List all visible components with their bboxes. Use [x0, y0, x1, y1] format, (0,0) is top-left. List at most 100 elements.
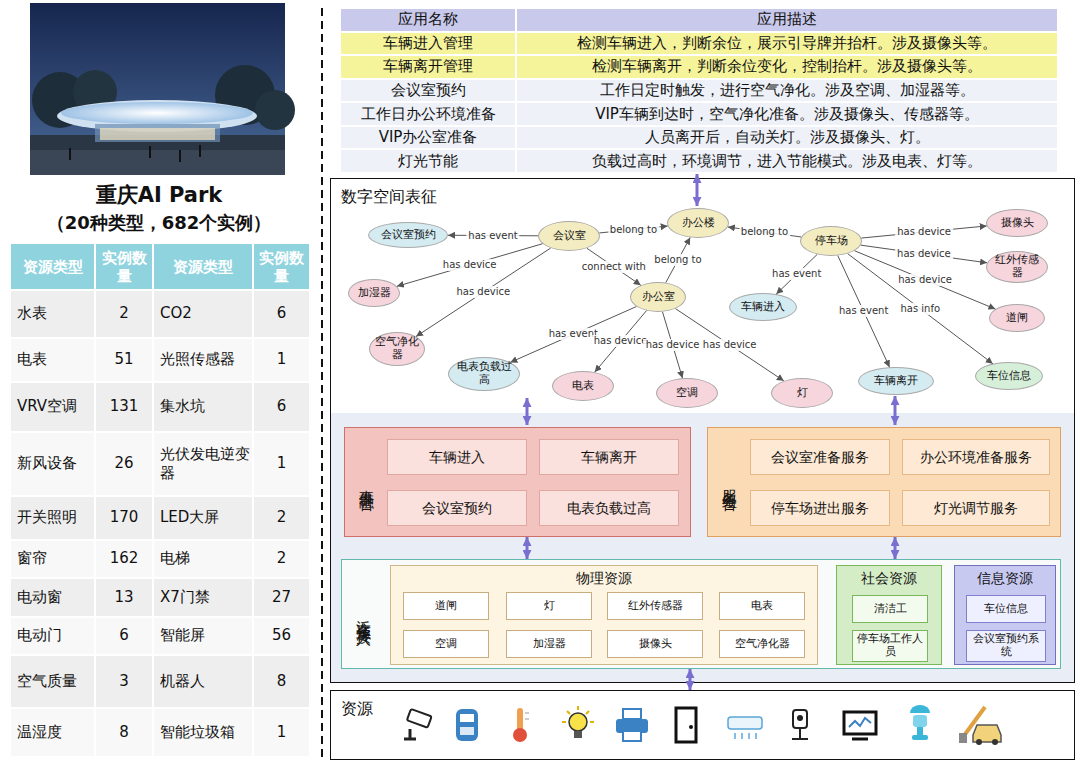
- table-text: 机器人: [160, 672, 205, 692]
- edge-label: belong to: [739, 226, 790, 238]
- table-text: 水表: [17, 304, 47, 324]
- table-text: 集水坑: [160, 397, 205, 417]
- table-cell: 智能垃圾箱: [153, 708, 253, 757]
- table-text: VRV空调: [17, 397, 77, 417]
- divider-line: [321, 8, 323, 760]
- table-header: 应用描述: [757, 10, 817, 29]
- table-text: 工作日定时触发，进行空气净化。涉及空调、加湿器等。: [600, 81, 975, 100]
- node-text: 加湿器: [533, 638, 566, 651]
- process-box: 加湿器: [506, 630, 592, 658]
- node-text: 空调: [676, 387, 698, 400]
- process-box: 会议室预约: [387, 490, 527, 526]
- table-cell: X7门禁: [153, 578, 253, 617]
- table-text: 温湿度: [17, 723, 62, 743]
- table-header: 应用名称: [398, 10, 458, 29]
- entity-ellipse: 会议室: [538, 221, 600, 251]
- relation-arrow: [861, 226, 986, 238]
- entity-ellipse: 车辆进入: [729, 293, 797, 321]
- entity-ellipse: 加湿器: [348, 279, 400, 307]
- table-text: 工作日办公环境准备: [361, 105, 496, 124]
- table-cell: 温湿度: [10, 708, 95, 757]
- node-text: 会议室预约: [381, 229, 436, 242]
- table-text: 空气质量: [17, 672, 77, 692]
- relation-arrow: [861, 245, 987, 263]
- table-cell: VIP车辆到达时，空气净化准备。涉及摄像头、传感器等。: [516, 102, 1058, 126]
- node-text: 车辆离开: [581, 449, 637, 465]
- table-text: 6: [119, 626, 129, 646]
- table-text: 6: [277, 397, 287, 417]
- node-text: 摄像头: [639, 638, 672, 651]
- process-box: 灯: [506, 592, 592, 620]
- table-header: 实例数量: [254, 249, 309, 285]
- table-text: VIP办公室准备: [379, 128, 478, 147]
- table-cell: 应用名称: [340, 8, 516, 32]
- edge-label: has device: [592, 335, 650, 347]
- table-cell: 工作日办公环境准备: [340, 102, 516, 126]
- table-text: 26: [114, 454, 133, 474]
- table-text: VIP车辆到达时，空气净化准备。涉及摄像头、传感器等。: [595, 105, 979, 124]
- relation-arrow: [397, 244, 543, 287]
- table-text: 光伏发电逆变器: [160, 445, 252, 484]
- table-cell: 资源类型: [153, 243, 253, 290]
- table-cell: VIP办公室准备: [340, 126, 516, 150]
- table-text: 2: [277, 549, 287, 569]
- table-cell: LED大屏: [153, 496, 253, 540]
- node-text: 办公室: [642, 291, 675, 304]
- table-cell: 1: [253, 432, 310, 496]
- table-text: 车辆进入管理: [383, 34, 473, 53]
- table-text: 会议室预约: [391, 81, 466, 100]
- entity-ellipse: 会议室预约: [368, 222, 448, 248]
- table-cell: 检测车辆离开，判断余位变化，控制抬杆。涉及摄像头等。: [516, 55, 1058, 79]
- group-box: 信息资源车位信息会议室预约系统: [954, 565, 1056, 665]
- node-text: 会议室预约系统: [970, 633, 1042, 658]
- entity-ellipse: 电表: [552, 371, 614, 401]
- table-text: CO2: [160, 304, 192, 324]
- table-cell: 集水坑: [153, 382, 253, 432]
- edge-label: has event: [837, 305, 890, 317]
- process-box: 车辆进入: [387, 439, 527, 475]
- table-cell: 应用描述: [516, 8, 1058, 32]
- node-text: 电表负载过高: [452, 361, 516, 386]
- table-cell: 51: [95, 338, 153, 382]
- table-text: LED大屏: [160, 508, 219, 528]
- entity-ellipse: 空调: [656, 378, 718, 408]
- flow-arrow: [526, 537, 529, 559]
- group-title: 泛在资源接入: [354, 608, 373, 620]
- table-cell: 实例数量: [253, 243, 310, 290]
- table-text: 13: [114, 588, 133, 608]
- table-cell: 1: [253, 708, 310, 757]
- process-box: 道闸: [403, 592, 489, 620]
- node-text: 停车场工作人员: [856, 633, 924, 658]
- table-cell: 人员离开后，自动关灯。涉及摄像头、灯。: [516, 126, 1058, 150]
- table-text: 电梯: [160, 549, 190, 569]
- process-box: 电表负载过高: [539, 490, 679, 526]
- table-text: X7门禁: [160, 588, 210, 608]
- frame-title: 资源: [341, 699, 373, 720]
- table-cell: 电表: [10, 338, 95, 382]
- table-text: 6: [277, 304, 287, 324]
- table-cell: 131: [95, 382, 153, 432]
- entity-ellipse: 道闸: [989, 304, 1045, 332]
- table-cell: 窗帘: [10, 540, 95, 578]
- table-text: 智能屏: [160, 626, 205, 646]
- table-cell: 会议室预约: [340, 79, 516, 103]
- node-text: 车位信息: [987, 370, 1031, 383]
- node-text: 办公环境准备服务: [920, 449, 1032, 465]
- node-text: 灯: [797, 387, 808, 400]
- table-text: 负载过高时，环境调节，进入节能模式。涉及电表、灯等。: [592, 152, 982, 171]
- table-cell: 光伏发电逆变器: [153, 432, 253, 496]
- entity-ellipse: 灯: [771, 378, 833, 408]
- table-text: 车辆离开管理: [383, 57, 473, 76]
- group-title: 服务组合: [720, 478, 739, 486]
- node-text: 道闸: [435, 600, 457, 613]
- resource-icons: [404, 705, 1001, 745]
- edge-label: has device: [644, 339, 702, 351]
- entity-ellipse: 办公室: [630, 282, 686, 312]
- entity-ellipse: 停车场: [800, 226, 862, 256]
- process-box: 空调: [403, 630, 489, 658]
- group-box: 事件融合车辆进入车辆离开会议室预约电表负载过高: [344, 427, 691, 537]
- table-cell: 56: [253, 617, 310, 655]
- process-box: 摄像头: [607, 630, 703, 658]
